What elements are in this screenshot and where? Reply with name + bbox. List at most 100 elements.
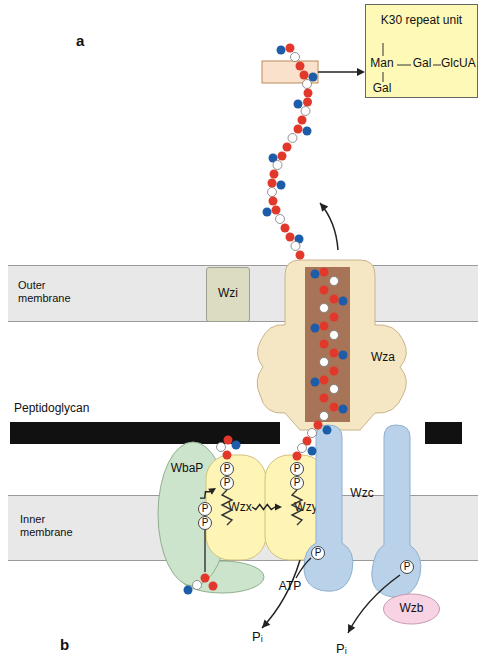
export-channel-outline: [255, 255, 408, 432]
node-text: P: [290, 477, 304, 489]
polysaccharide-chain: [263, 208, 272, 217]
polysaccharide-chain: [278, 152, 287, 161]
panel-letter: b: [60, 636, 80, 653]
export-channel-outline: [257, 260, 406, 430]
export-arrow: [320, 203, 338, 250]
highlight-box: [262, 61, 318, 83]
reaction-label: Pᵢ: [252, 630, 276, 645]
node-text: P: [311, 547, 325, 559]
node-text: P: [400, 561, 414, 573]
polysaccharide-chain: [303, 98, 312, 107]
polysaccharide-chain: [263, 44, 318, 260]
polysaccharide-chain: [291, 242, 300, 251]
node-text: P: [198, 503, 212, 515]
polysaccharide-chain: [296, 251, 305, 260]
phosphate-circle: P: [400, 560, 414, 574]
phosphate-circle: P: [290, 462, 304, 476]
channel-chain: [298, 444, 307, 453]
node-text: P: [220, 477, 234, 489]
node-text: K30 repeat unit: [366, 14, 477, 28]
polysaccharide-chain: [286, 233, 295, 242]
polysaccharide-chain: [269, 154, 278, 163]
phosphate-circle-outline: [401, 561, 414, 574]
phosphate-circle: P: [311, 546, 325, 560]
node-text: P: [290, 463, 304, 475]
polysaccharide-chain: [276, 215, 285, 224]
flippase-shape-outline: [206, 455, 266, 560]
polysaccharide-chain: [283, 143, 292, 152]
polysaccharide-chain: [295, 235, 304, 244]
panel-letter: a: [76, 32, 96, 49]
node-text: WbaP: [162, 462, 212, 476]
reaction-label: Pᵢ: [336, 642, 360, 657]
node-text: Wzc: [340, 487, 384, 501]
polysaccharide-chain: [281, 224, 290, 233]
protein-box: Wzi: [206, 267, 250, 322]
polysaccharide-chain: [303, 80, 312, 89]
reaction-label: ATP: [270, 580, 310, 594]
polysaccharide-chain: [272, 206, 281, 215]
phosphatase-ellipse-outline: [384, 594, 440, 624]
phosphate-circle-outline: [312, 547, 325, 560]
phosphate-circle: P: [198, 502, 212, 516]
phosphate-arrow: [348, 624, 355, 633]
polysaccharide-chain: [288, 134, 297, 143]
phosphate-circle: P: [198, 516, 212, 530]
highlight-box: [357, 68, 365, 76]
node-text: GlcUA: [441, 57, 478, 71]
polysaccharide-chain: [286, 44, 295, 53]
kinase-shape-outline: [372, 425, 421, 597]
polysaccharide-chain: [277, 46, 286, 55]
kinase-shape-outline: [312, 425, 412, 600]
polysaccharide-chain: [296, 62, 305, 71]
polysaccharide-chain: [268, 188, 277, 197]
phosphate-circle-outline: [221, 463, 234, 476]
phosphate-arrow: [262, 619, 270, 628]
phosphate-circle-outline: [291, 463, 304, 476]
repeat-unit-box-outline: [383, 43, 384, 56]
phosphate-circle-outline: [199, 503, 212, 516]
node-text: Inner membrane: [20, 513, 76, 538]
node-text: P: [220, 463, 234, 475]
enzyme-shape: WbaP: [160, 440, 200, 590]
polysaccharide-chain: [309, 73, 318, 82]
polysaccharide-chain: [294, 125, 303, 134]
peptidoglycan-layer-outline: [425, 422, 462, 444]
repeat-unit-box-outline: [433, 65, 441, 66]
highlight-box: [262, 61, 365, 83]
node-text: Gal: [411, 57, 433, 71]
kinase-shape-outline: [304, 425, 353, 591]
channel-chain: [308, 447, 317, 456]
polysaccharide-chain: [301, 107, 310, 116]
node-text: Peptidoglycan: [14, 402, 154, 416]
phosphate-arrow: [262, 560, 300, 628]
highlight-box: [318, 71, 358, 72]
repeat-unit-box-outline: [397, 65, 411, 66]
phosphate-circle-outline: [199, 517, 212, 530]
repeat-unit-box: K30 repeat unitManGalGlcUAGal: [365, 4, 478, 98]
node-text: Wza: [363, 351, 403, 365]
phosphate-circle: P: [220, 462, 234, 476]
kinase-shape: Wzc: [312, 425, 412, 600]
polysaccharide-chain: [277, 181, 286, 190]
node-text: Wzi: [207, 287, 249, 301]
phosphate-circle-outline: [291, 477, 304, 490]
node-text: Outer membrane: [18, 279, 74, 304]
phosphate-circle-outline: [221, 477, 234, 490]
node-text: P: [198, 517, 212, 529]
export-channel-outline: [305, 267, 350, 422]
phosphate-circle: P: [220, 476, 234, 490]
export-arrow: [320, 203, 328, 212]
peptidoglycan-layer-outline: [10, 422, 280, 444]
node-text: Wzb: [383, 602, 440, 616]
polysaccharide-chain: [294, 100, 303, 109]
node-text: Wzx: [220, 501, 260, 515]
phosphate-circle: P: [290, 476, 304, 490]
polysaccharide-chain: [304, 89, 313, 98]
polysaccharide-chain: [303, 127, 312, 136]
polysaccharide-chain: [298, 116, 307, 125]
polysaccharide-chain: [269, 197, 278, 206]
